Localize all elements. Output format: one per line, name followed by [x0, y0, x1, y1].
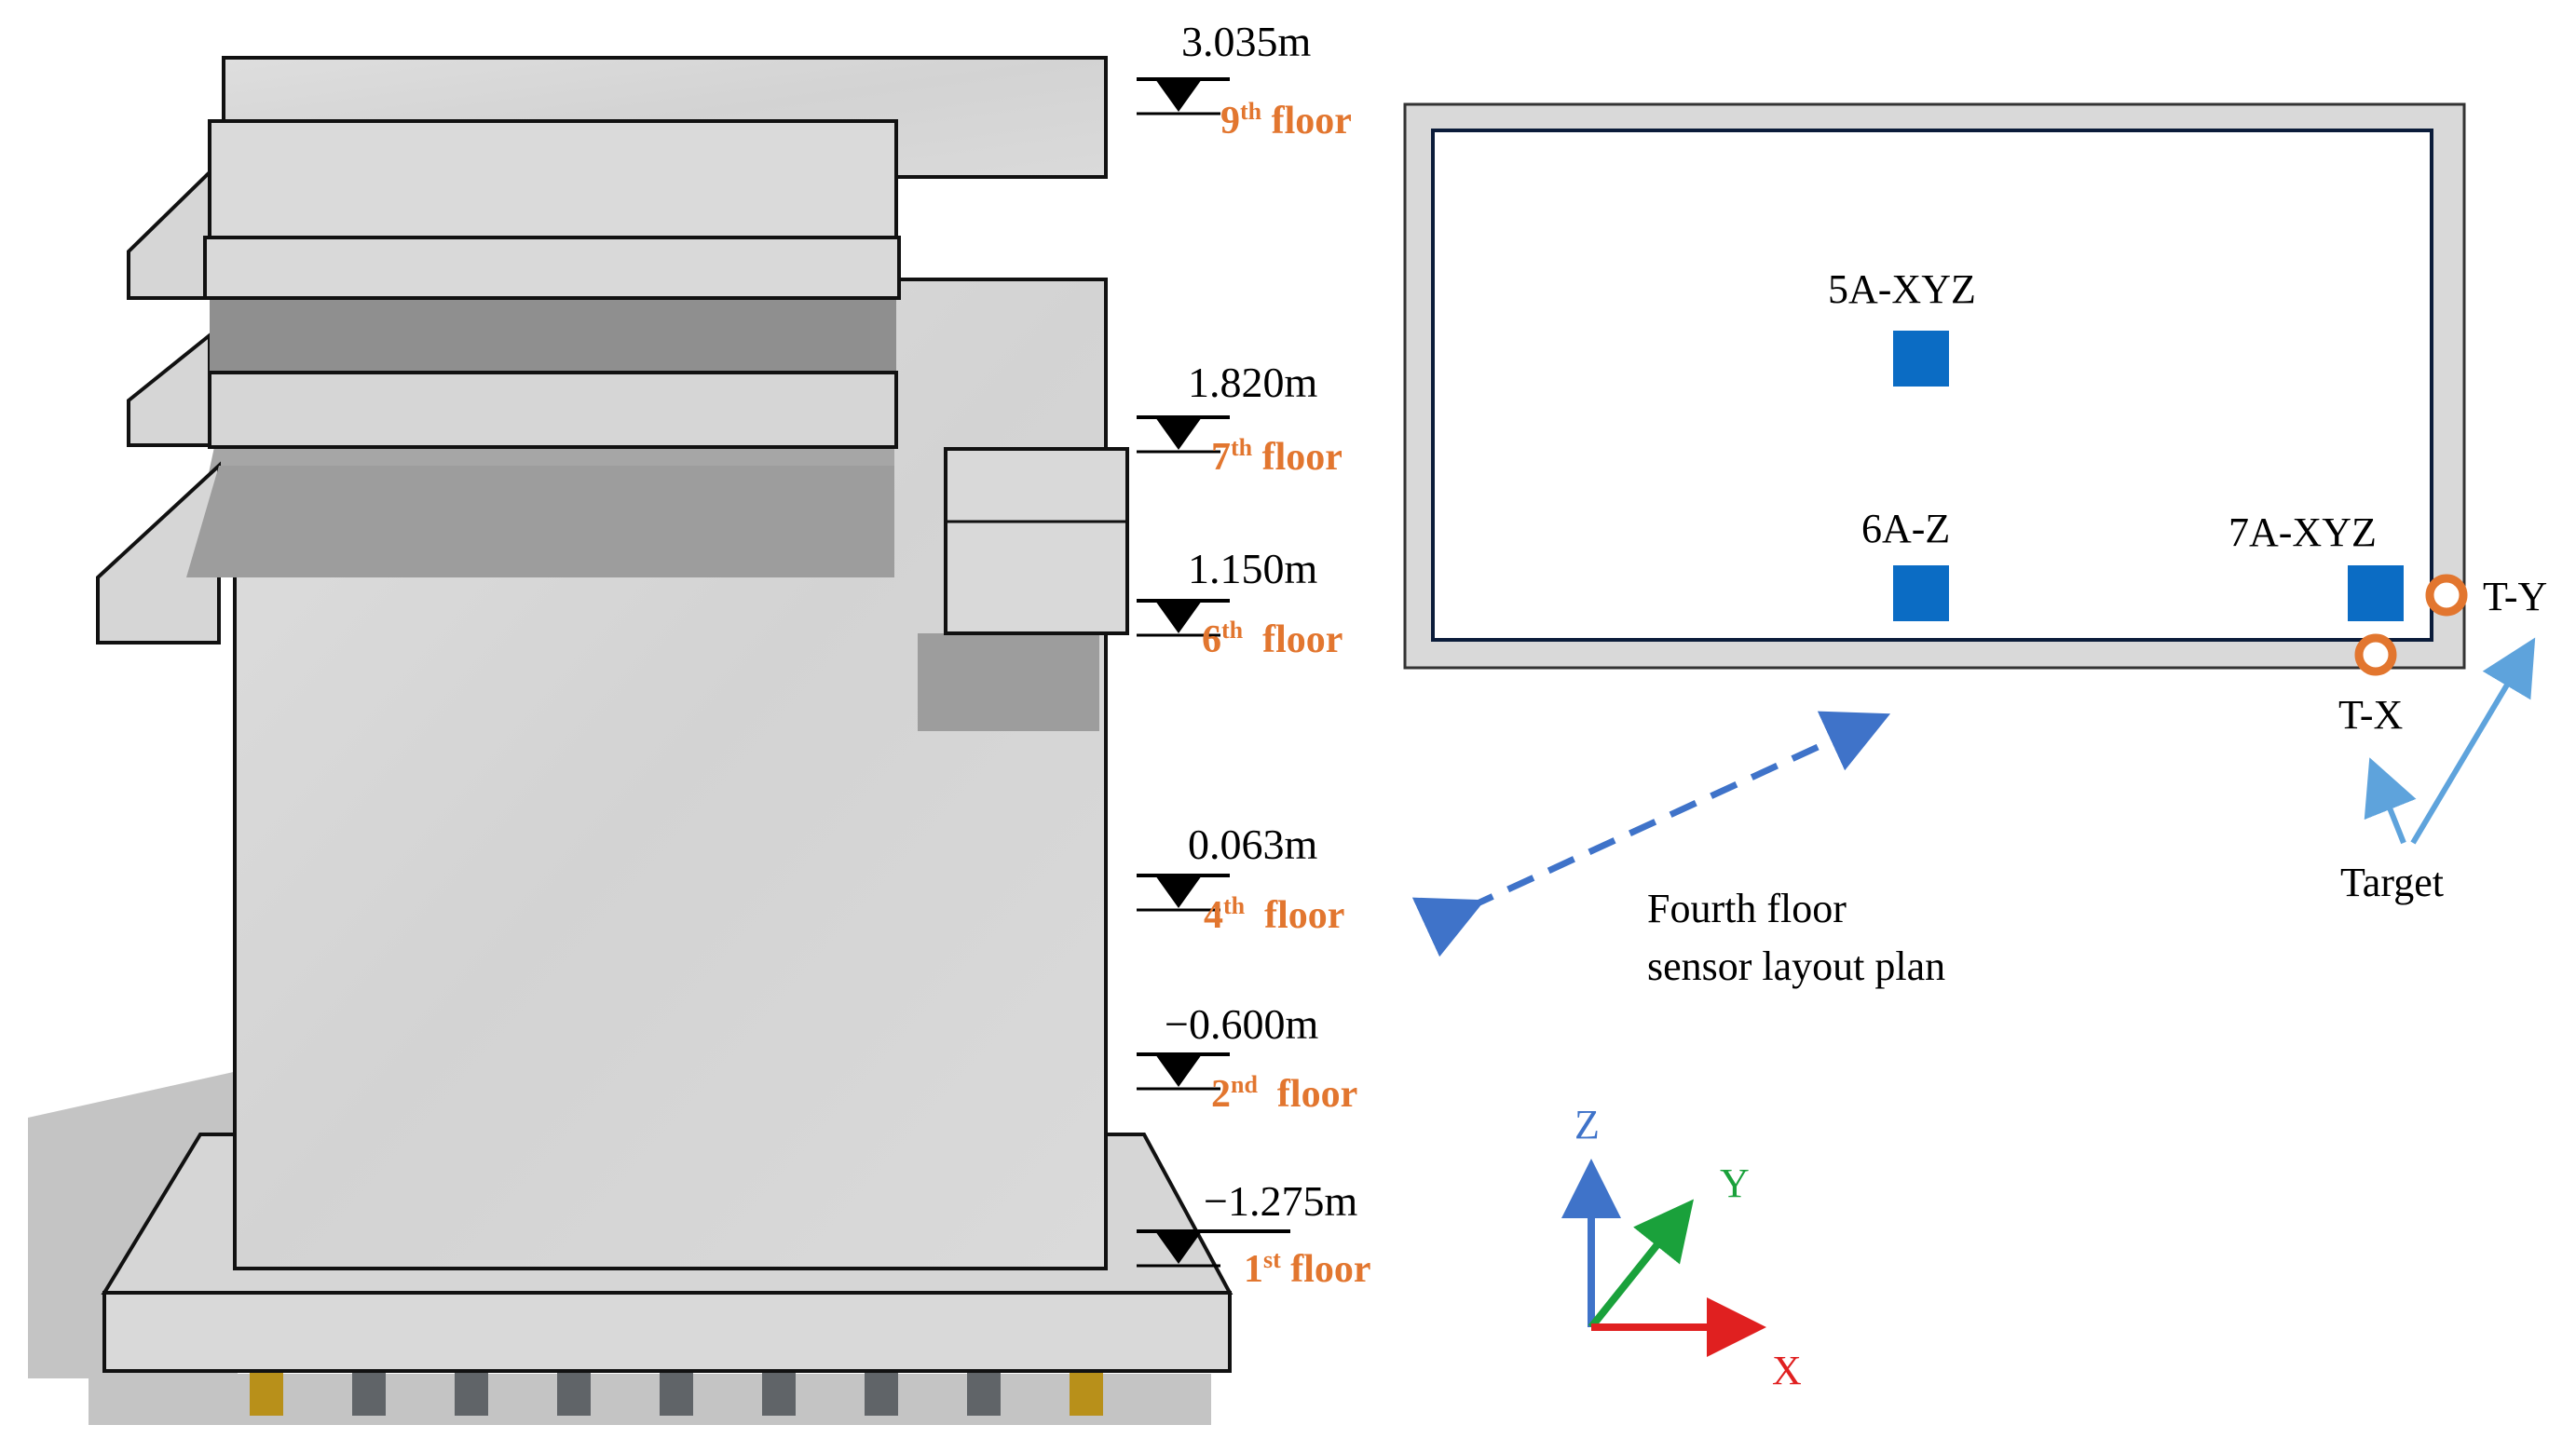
- elevation-label-7: 1.820m: [1188, 359, 1318, 406]
- level-marker-1: [1137, 1229, 1290, 1268]
- cantilever-front: [208, 371, 898, 449]
- plan-title-line1: Fourth floor: [1647, 886, 1847, 931]
- building-model: [28, 56, 1233, 1425]
- plan-title: Fourth floor sensor layout plan: [1647, 880, 1945, 996]
- elevation-label-4: 0.063m: [1188, 821, 1318, 868]
- elevation-markers: [1137, 77, 1290, 1268]
- level-marker-9: [1137, 77, 1230, 115]
- sensor-5a-label: 5A-XYZ: [1828, 266, 1976, 312]
- cantilever-front: [203, 236, 901, 300]
- pile: [455, 1369, 488, 1416]
- sensor-6a-marker: [1893, 565, 1949, 621]
- axis-y-arrow: [1588, 1199, 1694, 1330]
- elevation-label-2: −0.600m: [1165, 1000, 1319, 1048]
- coordinate-axes: [1561, 1159, 1766, 1357]
- base-slab-front: [102, 1291, 1232, 1373]
- cantilever-side: [96, 461, 221, 645]
- axis-x-label: X: [1772, 1348, 1802, 1393]
- target-arrows: [2364, 637, 2536, 845]
- elevation-label-9: 3.035m: [1181, 18, 1312, 65]
- target-caption: Target: [2340, 860, 2444, 905]
- pile: [557, 1369, 591, 1416]
- level-marker-2: [1137, 1052, 1230, 1091]
- sensor-5a-marker: [1893, 331, 1949, 387]
- axis-z-label: Z: [1574, 1102, 1600, 1147]
- elevation-label-1: −1.275m: [1204, 1177, 1358, 1225]
- target-ty-label: T-Y: [2483, 574, 2548, 619]
- floor-label-9: 9th floor: [1220, 98, 1352, 142]
- plan-title-line2: sensor layout plan: [1647, 943, 1946, 989]
- pile: [660, 1369, 693, 1416]
- target-arrow-ty: [2410, 637, 2536, 845]
- side-box-shadow: [918, 633, 1099, 731]
- pile: [967, 1369, 1001, 1416]
- pile: [762, 1369, 796, 1416]
- floor-label-6: 6th floor: [1202, 617, 1343, 661]
- target-tx-label: T-X: [2338, 692, 2404, 738]
- target-ty-ring: [2425, 574, 2468, 617]
- pile: [352, 1369, 386, 1416]
- plan-leader-arrow: [1411, 711, 1891, 957]
- level-marker-4: [1137, 874, 1230, 912]
- level-marker-7: [1137, 415, 1230, 454]
- target-arrow-tx: [2364, 757, 2417, 845]
- pile-foundation: [250, 1369, 1103, 1416]
- floor-plan: [1403, 102, 2468, 676]
- floor-label-1: 1st floor: [1244, 1246, 1371, 1291]
- pile: [865, 1369, 898, 1416]
- sensor-6a-label: 6A-Z: [1861, 506, 1951, 551]
- cantilever-top: [210, 300, 896, 373]
- side-box: [944, 447, 1129, 635]
- axis-y-label: Y: [1720, 1160, 1750, 1206]
- sensor-7a-marker: [2348, 565, 2404, 621]
- elevation-label-6: 1.150m: [1188, 545, 1318, 592]
- floor-label-4: 4th floor: [1204, 892, 1345, 937]
- pile: [250, 1369, 283, 1416]
- sensor-7a-label: 7A-XYZ: [2228, 509, 2377, 555]
- target-tx-ring: [2354, 633, 2397, 676]
- floor-label-2: 2nd floor: [1211, 1071, 1358, 1116]
- pile: [1070, 1369, 1103, 1416]
- cantilever-underside-shadow: [186, 466, 894, 577]
- floor-label-7: 7th floor: [1211, 434, 1343, 479]
- level-marker-6: [1137, 599, 1230, 637]
